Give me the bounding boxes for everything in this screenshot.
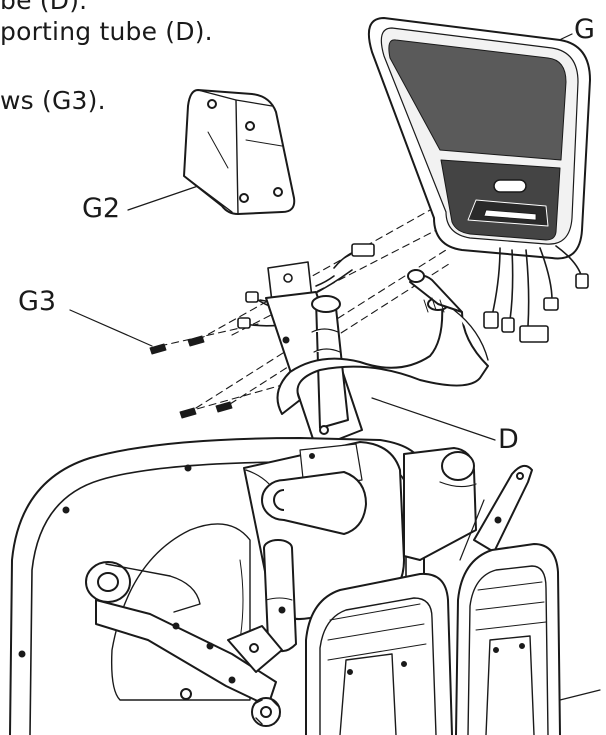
- console-speaker-panel: [440, 159, 561, 241]
- foot-pedal-left: [305, 572, 453, 735]
- console-g: [368, 17, 591, 260]
- callout-label-d: D: [498, 424, 519, 455]
- foot-pedal-right: [455, 543, 601, 735]
- wire-harness: [237, 243, 375, 329]
- instruction-line-1: be (D).: [0, 0, 88, 15]
- leader-line-d: [371, 397, 496, 441]
- console-cables: [483, 245, 589, 343]
- bracket-g2: [183, 89, 296, 215]
- screws-g3: [149, 335, 233, 419]
- pedal-arm-right: [459, 464, 533, 561]
- adjustment-knob: [251, 697, 281, 727]
- callout-label-g2: G2: [82, 193, 121, 224]
- leader-line-g3: [69, 309, 153, 347]
- supporting-tube-d: [265, 269, 489, 449]
- console-screen: [388, 39, 567, 161]
- callout-label-g: G: [574, 14, 595, 45]
- leader-line-g2: [127, 185, 199, 211]
- instruction-line-2: porting tube (D).: [0, 17, 213, 46]
- crank-arm: [85, 561, 283, 707]
- instruction-line-3: ws (G3).: [0, 86, 106, 115]
- callout-label-g3: G3: [18, 286, 57, 317]
